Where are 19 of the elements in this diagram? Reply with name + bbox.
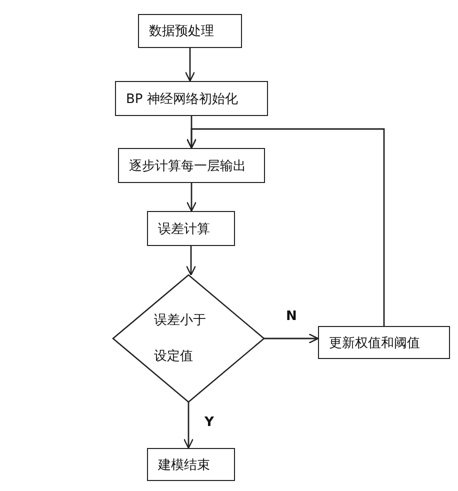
- process-box: [147, 448, 235, 481]
- step-text: 更新权值和阈值: [329, 334, 420, 352]
- arrow: [186, 183, 197, 212]
- arrow: [186, 128, 385, 326]
- step-text: 误差计算: [158, 220, 210, 238]
- process-box: [118, 148, 265, 183]
- arrow: [264, 333, 319, 344]
- process-box: [147, 211, 235, 246]
- process-box: [138, 14, 242, 48]
- step-text: 数据预处理: [149, 23, 214, 40]
- process-box: [318, 326, 450, 359]
- arrow: [183, 402, 194, 449]
- step-text: 逐步计算每一层输出: [129, 158, 246, 174]
- step-text: BP 神经网络初始化: [126, 90, 238, 108]
- arrow: [184, 48, 196, 82]
- process-box: [115, 81, 268, 116]
- arrow: [186, 246, 196, 276]
- step-text: 建模结束: [158, 456, 210, 474]
- decision-text: 误差小于设定值: [154, 312, 208, 366]
